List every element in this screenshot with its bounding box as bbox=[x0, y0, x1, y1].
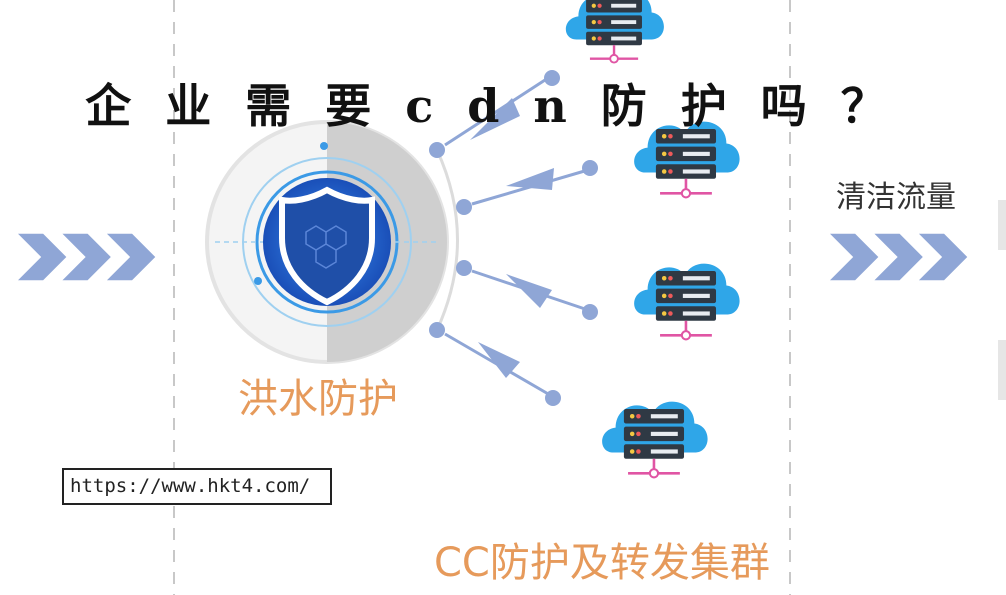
outgoing-traffic-icon bbox=[830, 233, 968, 281]
cloud-server-icon bbox=[632, 262, 741, 341]
cloud-server-icon bbox=[600, 400, 709, 479]
distribution-branches bbox=[429, 70, 598, 406]
incoming-traffic-icon bbox=[18, 233, 156, 281]
edge-fragment bbox=[998, 340, 1006, 400]
flood-protection-node bbox=[205, 120, 449, 364]
clean-traffic-label: 清洁流量 bbox=[836, 180, 956, 215]
source-url[interactable]: https://www.hkt4.com/ bbox=[62, 468, 332, 505]
page-title: 企业需要cdn防护吗？ bbox=[85, 79, 921, 133]
flood-protection-label: 洪水防护 bbox=[238, 376, 398, 422]
edge-fragment bbox=[998, 200, 1006, 250]
shield-icon bbox=[279, 186, 375, 306]
cloud-server-icon bbox=[564, 0, 666, 64]
distribution-arc bbox=[435, 149, 459, 331]
cc-protection-label: CC防护及转发集群 bbox=[434, 540, 770, 586]
